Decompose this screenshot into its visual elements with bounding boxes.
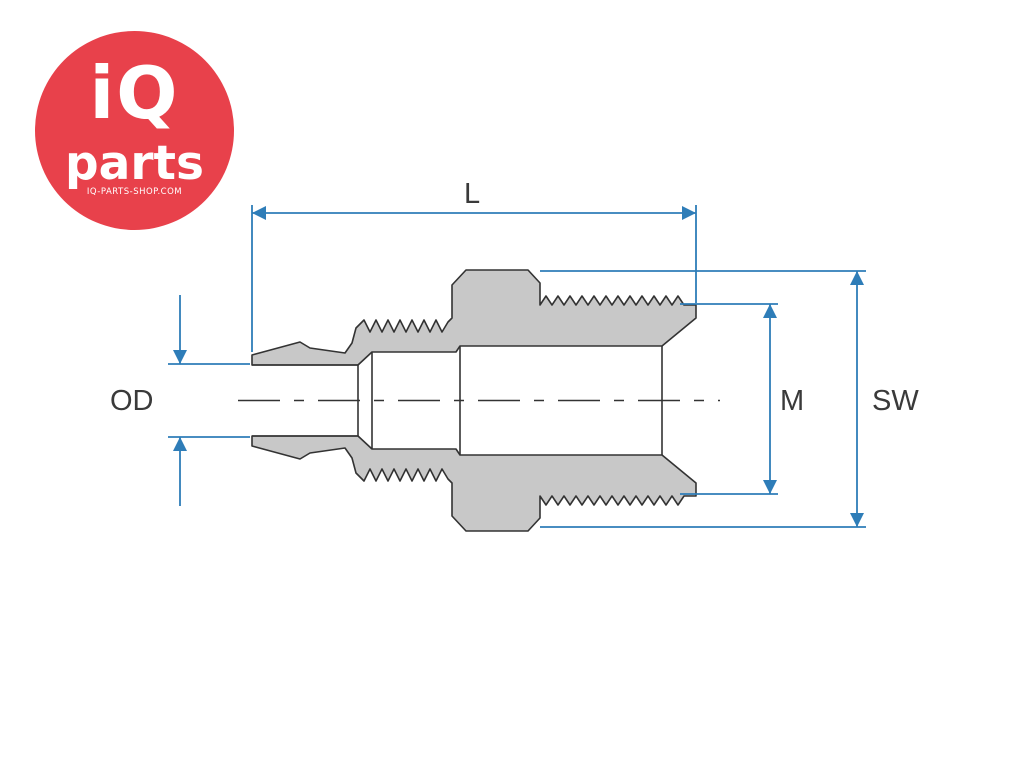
fitting-lower-half <box>251 435 697 532</box>
dimension-lines <box>168 205 866 528</box>
fitting-upper-half <box>251 269 697 366</box>
outer-diameter-label: OD <box>110 385 154 417</box>
fitting-body <box>251 269 697 532</box>
logo-domain: IQ-PARTS-SHOP.COM <box>86 187 183 197</box>
logo-mark: iQ <box>89 51 180 135</box>
wrench-size-label: SW <box>872 385 919 417</box>
iq-parts-logo: iQ parts IQ-PARTS-SHOP.COM <box>35 31 234 230</box>
logo-word: parts <box>65 136 204 191</box>
thread-label: M <box>780 385 805 417</box>
length-label: L <box>464 178 481 210</box>
